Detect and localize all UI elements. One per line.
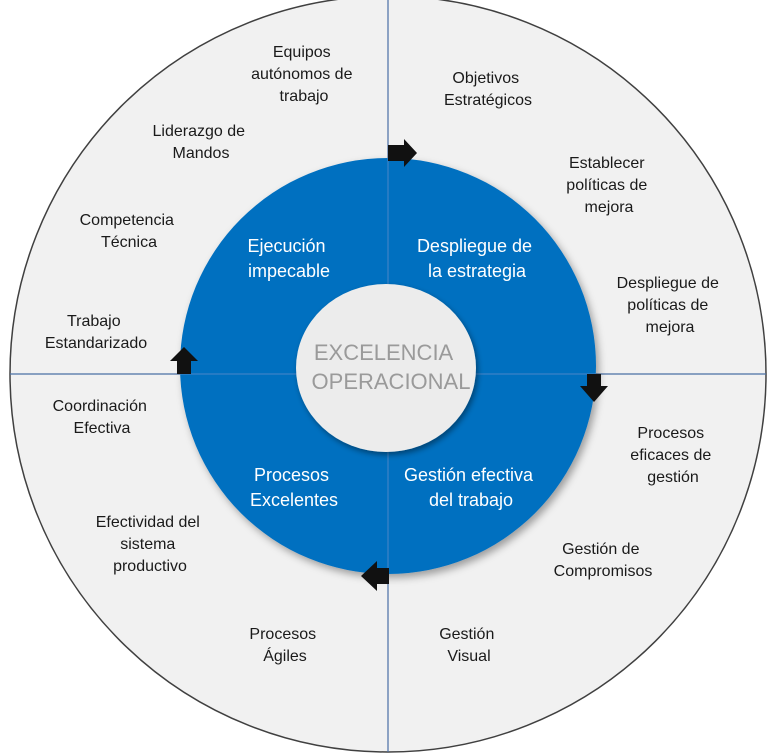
arrow-right-icon bbox=[388, 139, 417, 167]
outer-item-objetivos: Objetivos Estratégicos bbox=[444, 70, 532, 109]
outer-item-gestion-visual: Gestión Visual bbox=[439, 626, 499, 665]
arrow-up-icon bbox=[170, 347, 198, 374]
outer-item-despliegue-politicas: Despliegue de políticas de mejora bbox=[617, 275, 724, 336]
center-label: EXCELENCIA OPERACIONAL bbox=[312, 340, 471, 394]
quadrant-label-gestion: Gestión efectiva del trabajo bbox=[404, 465, 538, 510]
outer-item-procesos-agiles: Procesos Ágiles bbox=[249, 626, 320, 665]
quadrant-label-ejecucion: Ejecución impecable bbox=[247, 236, 330, 281]
quadrant-label-despliegue: Despliegue de la estrategia bbox=[417, 236, 537, 281]
outer-item-trabajo-estandarizado: Trabajo Estandarizado bbox=[45, 313, 147, 352]
outer-item-competencia: Competencia Técnica bbox=[80, 212, 179, 251]
outer-item-coordinacion: Coordinación Efectiva bbox=[53, 398, 152, 437]
outer-item-liderazgo: Liderazgo de Mandos bbox=[153, 123, 250, 162]
center-label-line-2: OPERACIONAL bbox=[312, 369, 471, 394]
outer-item-procesos-eficaces: Procesos eficaces de gestión bbox=[630, 425, 715, 486]
center-label-line-1: EXCELENCIA bbox=[314, 340, 454, 365]
arrow-left-icon bbox=[361, 561, 389, 591]
outer-item-establecer: Establecer políticas de mejora bbox=[566, 155, 651, 216]
outer-item-equipos: Equipos autónomos de trabajo bbox=[251, 44, 357, 105]
outer-item-efectividad: Efectividad del sistema productivo bbox=[96, 514, 205, 575]
arrow-down-icon bbox=[580, 374, 608, 402]
quadrant-label-procesos: Procesos Excelentes bbox=[250, 465, 338, 510]
outer-item-gestion-compromisos: Gestión de Compromisos bbox=[554, 541, 653, 580]
center-circle bbox=[296, 284, 476, 452]
